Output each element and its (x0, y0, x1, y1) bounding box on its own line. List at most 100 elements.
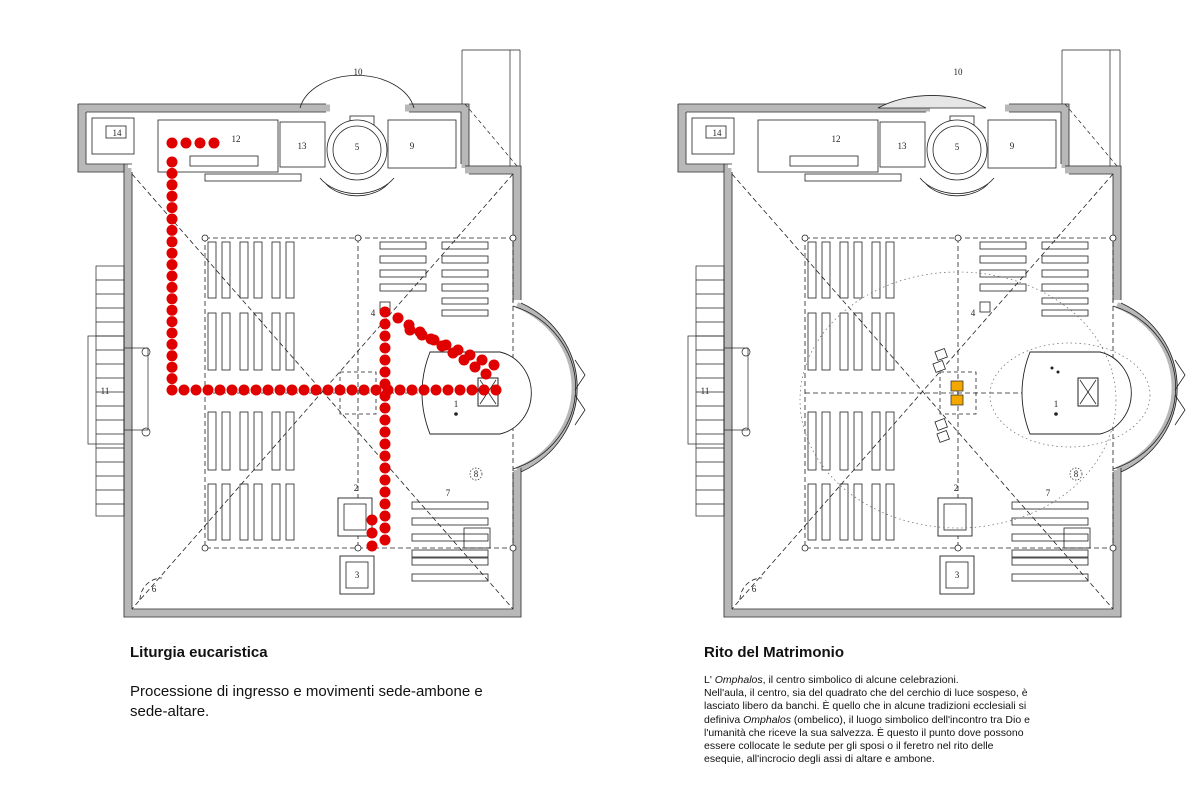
pew (271, 483, 281, 541)
procession-marker (166, 259, 178, 271)
procession-marker (166, 167, 178, 179)
pew (885, 411, 895, 471)
pew (441, 309, 489, 317)
procession-marker (334, 384, 346, 396)
procession-marker (166, 281, 178, 293)
procession-marker (466, 384, 478, 396)
procession-marker (394, 384, 406, 396)
procession-marker (194, 137, 206, 149)
procession-marker (379, 474, 391, 486)
label-altar: 1 (1054, 399, 1059, 409)
caption-title: Rito del Matrimonio (704, 644, 844, 661)
procession-marker (166, 304, 178, 316)
procession-marker (379, 402, 391, 414)
procession-marker (379, 534, 391, 546)
pew (441, 255, 489, 264)
procession-marker (442, 384, 454, 396)
pew (885, 241, 895, 299)
pew (807, 411, 817, 471)
north-lines (461, 49, 521, 167)
label-seat: 4 (371, 308, 376, 318)
candle-icon (454, 412, 458, 416)
pew (207, 241, 217, 299)
label-room9: 9 (410, 141, 415, 151)
label-room14: 14 (113, 128, 123, 138)
procession-marker (370, 384, 382, 396)
pews (807, 241, 1091, 582)
west-annex (687, 265, 751, 517)
procession-marker (166, 224, 178, 236)
procession-marker (379, 390, 391, 402)
label-seat: 4 (971, 308, 976, 318)
ambo-inner (343, 503, 367, 531)
label-font: 3 (355, 570, 360, 580)
procession-marker (480, 368, 492, 380)
pew (411, 517, 489, 526)
pew (271, 411, 281, 471)
procession-marker (440, 339, 452, 351)
procession-marker (166, 179, 178, 191)
pew (253, 241, 263, 299)
label-apse-chapel: 10 (354, 67, 364, 77)
wedding-seat-icon (950, 380, 964, 392)
pew (441, 269, 489, 278)
procession-marker (166, 247, 178, 259)
label-ambo: 2 (354, 483, 359, 493)
pew (239, 483, 249, 541)
pillar (1109, 544, 1117, 552)
label-room13: 13 (898, 141, 908, 151)
procession-marker (379, 438, 391, 450)
procession-marker (379, 510, 391, 522)
seat (979, 301, 991, 313)
caption-line: Nell'aula, il centro, sia del quadrato c… (704, 687, 1028, 700)
pew (411, 501, 489, 510)
caption-body: L' Omphalos, il centro simbolico di alcu… (704, 674, 1030, 766)
procession-marker (392, 312, 404, 324)
procession-marker (250, 384, 262, 396)
procession-marker (166, 350, 178, 362)
procession-marker (166, 384, 178, 396)
pillar (354, 544, 362, 552)
font-inner (345, 561, 369, 589)
pew (285, 241, 295, 299)
label-altar: 1 (454, 399, 459, 409)
pew (207, 483, 217, 541)
caption-line: l'umanità che riceve la sua salvezza. È … (704, 726, 1024, 739)
pew (221, 411, 231, 471)
procession-marker (404, 324, 416, 336)
procession-marker (379, 414, 391, 426)
pew (1011, 549, 1089, 558)
pew (871, 312, 881, 371)
label-room12: 12 (232, 134, 241, 144)
pew (979, 269, 1027, 278)
procession-marker (166, 316, 178, 328)
north-rooms (691, 115, 1057, 182)
pew (807, 483, 817, 541)
pew (1041, 283, 1089, 292)
label-room9: 9 (1010, 141, 1015, 151)
pew (839, 483, 849, 541)
pew (1011, 517, 1089, 526)
label-sacristy: 5 (355, 142, 360, 152)
pillar (954, 234, 962, 242)
procession-marker (379, 354, 391, 366)
procession-marker (226, 384, 238, 396)
dome-hatch (877, 95, 987, 109)
procession-marker (166, 361, 178, 373)
presbytery-circle (989, 342, 1151, 448)
pew (853, 312, 863, 371)
pew (871, 241, 881, 299)
pillar (801, 544, 809, 552)
walls (678, 104, 1178, 617)
label-sacristy: 5 (955, 142, 960, 152)
pew (839, 312, 849, 371)
caption-line: definiva Omphalos (ombelico), il luogo s… (704, 713, 1030, 726)
procession-marker (379, 486, 391, 498)
pew (221, 241, 231, 299)
procession-marker (379, 498, 391, 510)
caption-line: Processione di ingresso e movimenti sede… (130, 683, 483, 700)
pew (807, 312, 817, 371)
